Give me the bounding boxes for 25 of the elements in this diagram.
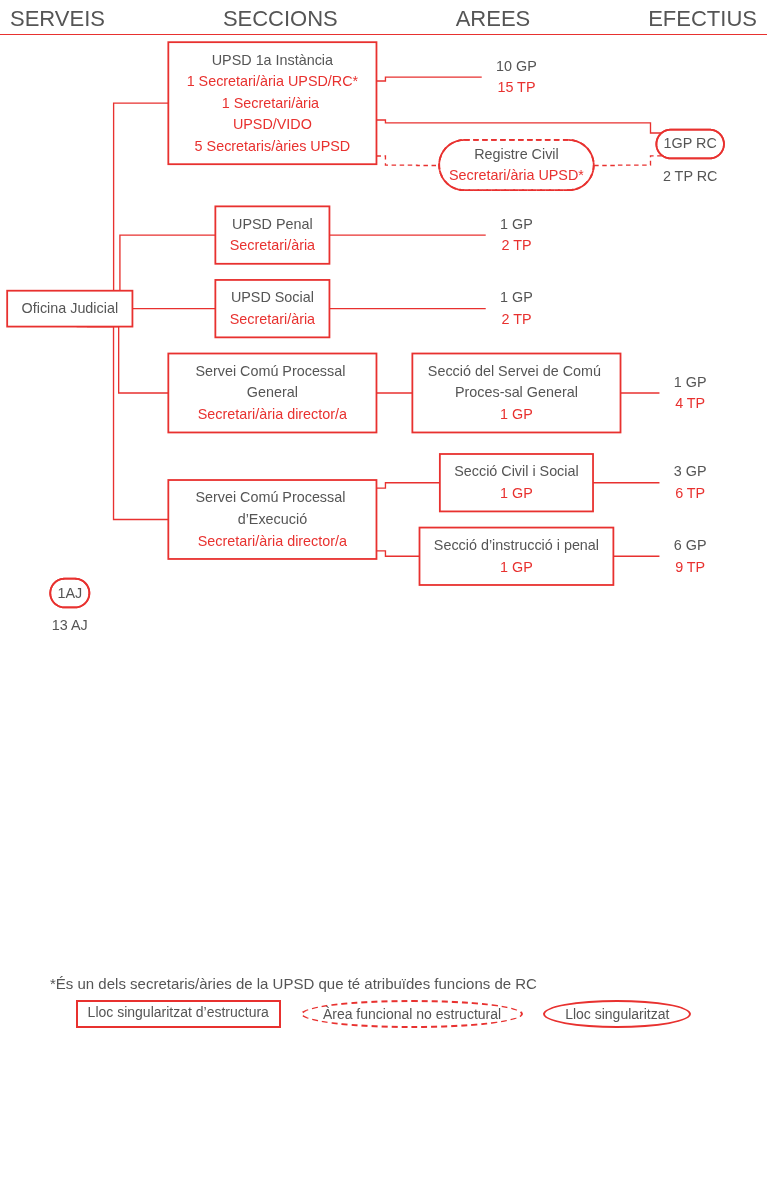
node-box: Servei Comú Processal d’Execució Secretari/ària director/a: [167, 479, 378, 560]
node-text: 1 GP 2 TP: [500, 216, 533, 254]
node-box: Secció del Servei de Comú Proces-sal General 1 GP: [411, 352, 622, 434]
node-box: Oficina Judicial: [6, 289, 134, 328]
node-box: UPSD 1a Instància 1 Secretari/ària UPSD/RC* 1 Secretari/ària UPSD/VIDO 5 Secretaris/àries UPSD: [167, 41, 378, 166]
node-text: 1 GP 2 TP: [500, 289, 533, 327]
node-box: UPSD Social Secretari/ària: [214, 279, 331, 339]
column-heading: EFECTIUS: [648, 6, 757, 32]
node-text: 3 GP 6 TP: [673, 463, 707, 501]
column-heading: SECCIONS: [222, 6, 338, 32]
node-text: 1 GP 4 TP: [673, 374, 707, 411]
column-heading: AREES: [455, 6, 531, 32]
column-heading: SERVEIS: [10, 6, 105, 32]
node-box: Servei Comú Processal General Secretari/ària director/a: [167, 352, 378, 434]
node-text: 6 GP 9 TP: [673, 537, 707, 575]
footnote: *És un dels secretaris/àries de la UPSD que té atribuïdes funcions de RC: [50, 975, 538, 992]
node-box: UPSD Penal Secretari/ària: [214, 205, 331, 265]
node-label: 2 TP RC: [662, 168, 718, 184]
node-text: 10 GP 15 TP: [496, 58, 537, 96]
node-label: 13 AJ: [51, 617, 88, 633]
legend-ellipse-sample: Lloc singularitzat: [543, 1000, 692, 1028]
node-box: Secció Civil i Social 1 GP: [438, 453, 594, 513]
connector: [593, 155, 664, 167]
legend-box-sample: Lloc singularitzat d’estructura: [75, 1000, 281, 1028]
node-box: Secció d’instrucció i penal 1 GP: [418, 526, 615, 586]
